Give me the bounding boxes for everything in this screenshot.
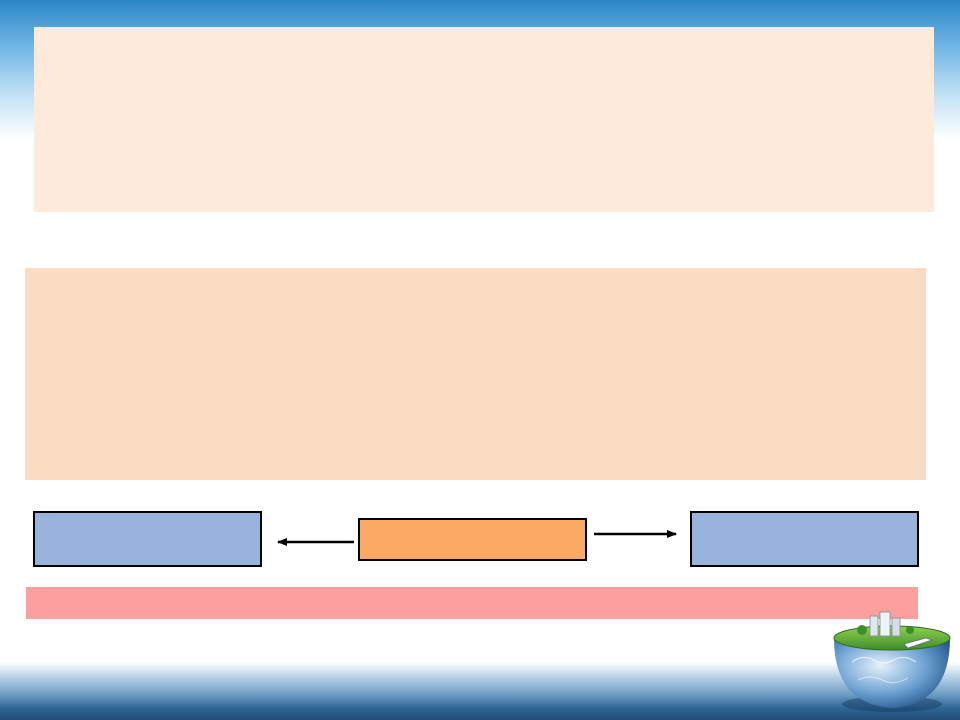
middle-text-panel	[25, 268, 926, 480]
top-text-panel	[34, 27, 934, 212]
diagram-node-center	[358, 518, 587, 561]
footer-gradient-band	[0, 662, 960, 720]
diagram-node-right	[690, 511, 919, 567]
diagram-node-left	[33, 511, 262, 567]
globe-island-icon	[833, 611, 951, 712]
highlight-bar	[26, 587, 918, 619]
